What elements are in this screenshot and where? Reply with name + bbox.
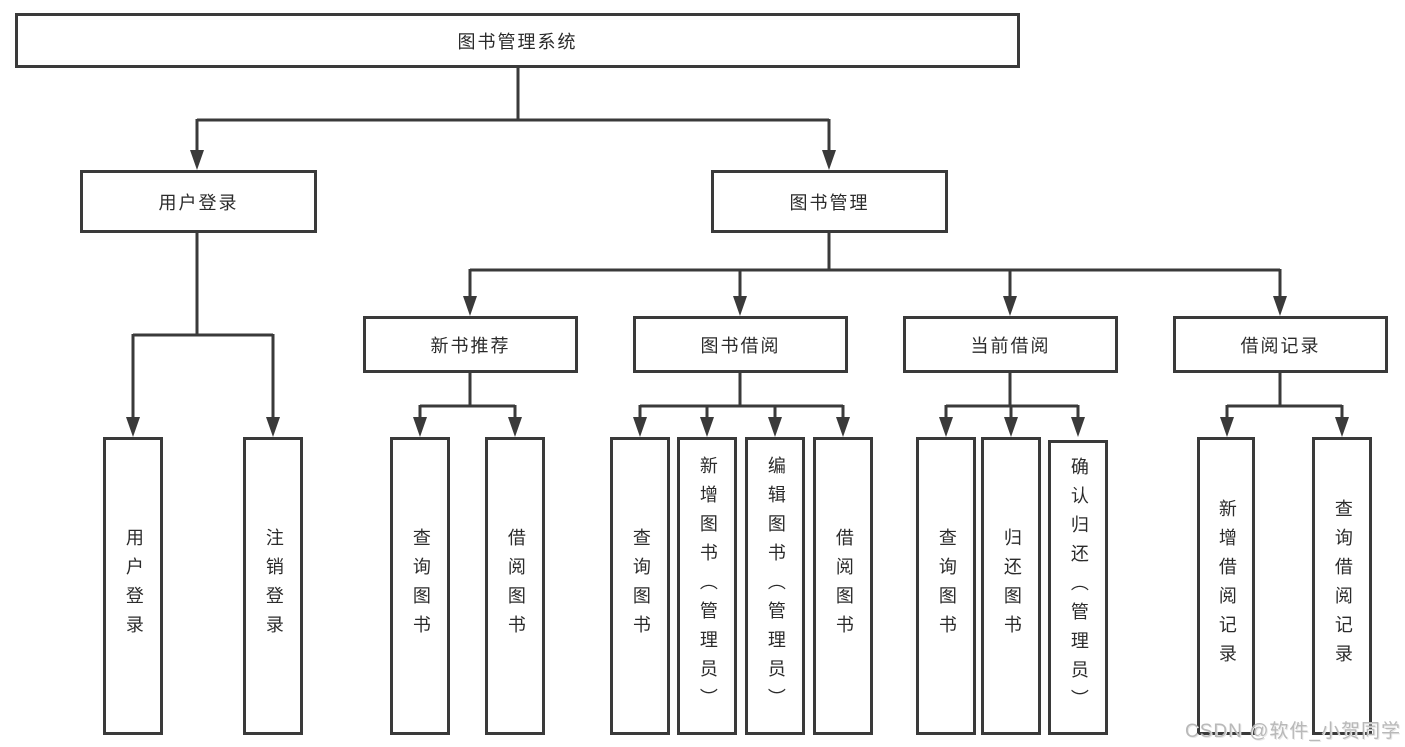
- node-label: 用户登录: [123, 528, 144, 644]
- node-user-login-branch: 用户登录: [80, 170, 317, 233]
- node-leaf-edit-book-admin: 编辑图书（管理员）: [745, 437, 805, 735]
- node-label: 查询图书: [410, 528, 431, 644]
- node-book-borrowing: 图书借阅: [633, 316, 848, 373]
- node-label: 新增借阅记录: [1216, 499, 1237, 673]
- node-label: 确认归还（管理员）: [1068, 457, 1089, 718]
- node-leaf-query-books-current: 查询图书: [916, 437, 976, 735]
- node-leaf-query-books-recommend: 查询图书: [390, 437, 450, 735]
- node-label: 查询图书: [936, 528, 957, 644]
- node-current-borrowing: 当前借阅: [903, 316, 1118, 373]
- node-leaf-return-book: 归还图书: [981, 437, 1041, 735]
- arrowhead-icons: [126, 150, 1349, 437]
- node-label: 新增图书（管理员）: [697, 455, 718, 717]
- node-root-label: 图书管理系统: [457, 31, 578, 52]
- node-leaf-borrow-books-recommend: 借阅图书: [485, 437, 545, 735]
- node-label: 借阅记录: [1240, 335, 1321, 356]
- node-leaf-query-borrow-record: 查询借阅记录: [1312, 437, 1372, 735]
- node-borrowing-records: 借阅记录: [1173, 316, 1388, 373]
- node-leaf-add-book-admin: 新增图书（管理员）: [677, 437, 737, 735]
- node-label: 借阅图书: [833, 528, 854, 644]
- node-leaf-add-borrow-record: 新增借阅记录: [1197, 437, 1255, 735]
- node-label: 借阅图书: [505, 528, 526, 644]
- node-leaf-query-books-borrowing: 查询图书: [610, 437, 670, 735]
- node-book-management-branch: 图书管理: [711, 170, 948, 233]
- node-label: 归还图书: [1001, 528, 1022, 644]
- watermark: CSDN @软件_小贺同学: [1185, 721, 1401, 742]
- node-label: 用户登录: [158, 192, 239, 213]
- node-root-system: 图书管理系统: [15, 13, 1020, 68]
- node-label: 图书借阅: [700, 335, 781, 356]
- node-label: 当前借阅: [970, 335, 1051, 356]
- node-label: 编辑图书（管理员）: [765, 455, 786, 717]
- node-leaf-borrow-books: 借阅图书: [813, 437, 873, 735]
- node-label: 新书推荐: [430, 335, 511, 356]
- node-label: 查询借阅记录: [1332, 499, 1353, 673]
- node-label: 注销登录: [263, 528, 284, 644]
- node-leaf-user-login: 用户登录: [103, 437, 163, 735]
- node-label: 查询图书: [630, 528, 651, 644]
- node-label: 图书管理: [789, 192, 870, 213]
- node-leaf-confirm-return-admin: 确认归还（管理员）: [1048, 440, 1108, 735]
- node-leaf-logout: 注销登录: [243, 437, 303, 735]
- node-new-book-recommend: 新书推荐: [363, 316, 578, 373]
